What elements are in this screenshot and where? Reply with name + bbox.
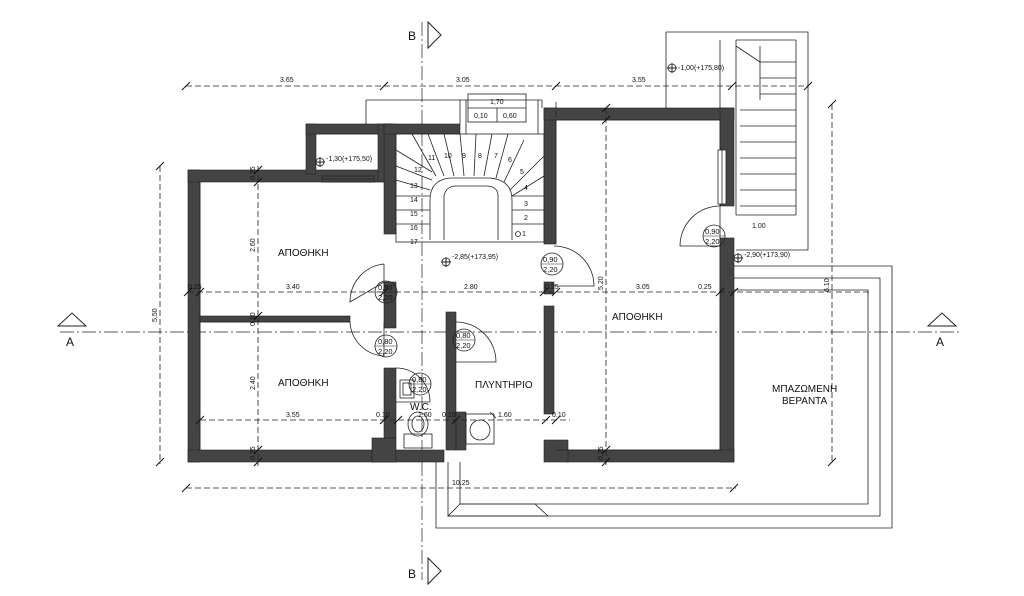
veranda-outline xyxy=(435,265,893,529)
room-label-storage-bottom-left: ΑΠΟΘΗΚΗ xyxy=(278,378,329,389)
svg-text:2,20: 2,20 xyxy=(543,265,558,274)
dim-box-left: 0,10 xyxy=(474,113,488,120)
door-tag-hall-left: 0,90 2,20 xyxy=(374,280,398,304)
stair-step-14: 14 xyxy=(410,197,418,204)
dim-bottom-wc-a: 0.10 xyxy=(376,412,390,419)
room-label-veranda-1: ΜΠΑΖΩΜΕΝΗ xyxy=(772,384,837,395)
dim-stair-right: 1.00 xyxy=(752,223,766,230)
dim-top-left: 3.65 xyxy=(280,77,294,84)
external-stair xyxy=(665,31,809,251)
door-tag-right-entry: 0,90 2,20 xyxy=(702,224,726,248)
svg-text:0,90: 0,90 xyxy=(378,283,393,292)
dim-box-top: 1,70 xyxy=(490,99,504,106)
svg-text:2,20: 2,20 xyxy=(412,385,427,394)
stair-step-11: 11 xyxy=(428,155,435,162)
room-label-wc: W.C. xyxy=(410,402,432,413)
stair-step-7: 7 xyxy=(494,153,498,160)
dimension-box xyxy=(467,93,527,123)
dim-axis-left: 3.40 xyxy=(286,284,300,291)
door-tags: 0,90 2,20 0,90 2,20 0,90 2,20 0,80 2,20 … xyxy=(374,224,726,396)
level-right-entry: -2,90(+173,90) xyxy=(744,252,790,259)
dim-left-wall-d: 0.25 xyxy=(598,446,605,460)
stair-step-4: 4 xyxy=(524,185,528,192)
section-label-a-right: A xyxy=(936,335,944,349)
svg-text:2,20: 2,20 xyxy=(456,341,471,350)
level-top-right: -1,00(+175,80) xyxy=(678,65,724,72)
dim-bottom-wc: 1.60 xyxy=(418,412,432,419)
stair-step-16: 16 xyxy=(410,225,418,232)
dim-left-wall-b: 0.10 xyxy=(250,312,257,326)
stair-step-2: 2 xyxy=(524,215,528,222)
dimension-lines xyxy=(159,85,870,489)
stair-step-10: 10 xyxy=(444,153,452,160)
svg-text:2,20: 2,20 xyxy=(378,293,393,302)
svg-text:0,80: 0,80 xyxy=(456,331,471,340)
level-markers xyxy=(315,63,743,267)
door-tag-hall-right: 0,90 2,20 xyxy=(540,252,564,276)
internal-staircase: 1 2 3 4 5 6 7 8 9 10 11 12 13 14 15 16 1… xyxy=(395,100,545,246)
walls xyxy=(187,107,735,463)
svg-text:0,80: 0,80 xyxy=(412,375,427,384)
dimension-ticks xyxy=(155,81,837,493)
dim-left-top-room: 2.60 xyxy=(250,238,257,252)
svg-text:0,80: 0,80 xyxy=(378,337,393,346)
section-marker-b-bottom: B xyxy=(408,556,442,586)
room-label-storage-right: ΑΠΟΘΗΚΗ xyxy=(612,312,663,323)
svg-text:2,20: 2,20 xyxy=(705,237,720,246)
dim-top-right: 3.55 xyxy=(632,77,646,84)
section-marker-a-left: A xyxy=(56,312,88,349)
room-label-storage-top-left: ΑΠΟΘΗΚΗ xyxy=(278,248,329,259)
dim-axis-right: 3.05 xyxy=(636,284,650,291)
dim-mid-vertical: 5.20 xyxy=(598,276,605,290)
dim-left-wall-c: 0.25 xyxy=(250,446,257,460)
level-hall: -2,85(+173,95) xyxy=(452,254,498,261)
stair-step-1: 1 xyxy=(522,231,526,238)
stair-step-9: 9 xyxy=(462,153,466,160)
door-tag-storage-bottom: 0,80 2,20 xyxy=(374,334,398,358)
dim-axis-mid-wall: 0.25 xyxy=(545,284,559,291)
door-tag-wc: 0,80 2,20 xyxy=(408,372,432,396)
dim-bottom-laundry: 1.60 xyxy=(498,412,512,419)
svg-text:0,90: 0,90 xyxy=(543,255,558,264)
section-marker-a-right: A xyxy=(926,312,958,349)
stair-step-15: 15 xyxy=(410,211,418,218)
section-marker-b-top: B xyxy=(408,20,442,50)
dim-left-bottom-room: 2.40 xyxy=(250,376,257,390)
stair-step-6: 6 xyxy=(508,157,512,164)
svg-text:0,90: 0,90 xyxy=(705,227,720,236)
dim-axis-mid: 2.80 xyxy=(464,284,478,291)
dim-top-mid: 3.05 xyxy=(456,77,470,84)
dim-bottom-wc-b: 0.10 xyxy=(442,412,456,419)
door-tag-laundry: 0,80 2,20 xyxy=(452,328,476,352)
svg-text:2,20: 2,20 xyxy=(378,347,393,356)
dim-box-right: 0,60 xyxy=(503,113,517,120)
section-label-b-top: B xyxy=(408,29,416,43)
room-label-laundry: ΠΛΥΝΤΗΡΙΟ xyxy=(475,380,533,391)
dim-left-total: 5.50 xyxy=(152,308,159,322)
dim-right-vertical: 6.10 xyxy=(824,278,831,292)
stair-step-17: 17 xyxy=(410,239,418,246)
door-swings xyxy=(349,205,721,403)
dim-bottom-total: 10.25 xyxy=(452,480,470,487)
section-label-a-left: A xyxy=(66,335,74,349)
dim-left-wall-a: 0.25 xyxy=(250,166,257,180)
stair-step-3: 3 xyxy=(524,201,528,208)
dim-bottom-left: 3.55 xyxy=(286,412,300,419)
level-small-room: -1,30(+175,50) xyxy=(326,156,372,163)
stair-step-5: 5 xyxy=(520,169,524,176)
dim-axis-left-wall: 0.25 xyxy=(188,284,202,291)
stair-step-12: 12 xyxy=(414,167,422,174)
section-label-b-bottom: B xyxy=(408,567,416,581)
dim-bottom-wc-c: 0.10 xyxy=(552,412,566,419)
window-right xyxy=(717,149,727,205)
dim-axis-right-wall: 0.25 xyxy=(698,284,712,291)
wall-inner-lines xyxy=(199,99,721,451)
stair-step-8: 8 xyxy=(478,153,482,160)
stair-step-13: 13 xyxy=(410,183,418,190)
room-label-veranda-2: ΒΕΡΑΝΤΑ xyxy=(782,396,828,407)
window-small-room xyxy=(321,175,375,183)
